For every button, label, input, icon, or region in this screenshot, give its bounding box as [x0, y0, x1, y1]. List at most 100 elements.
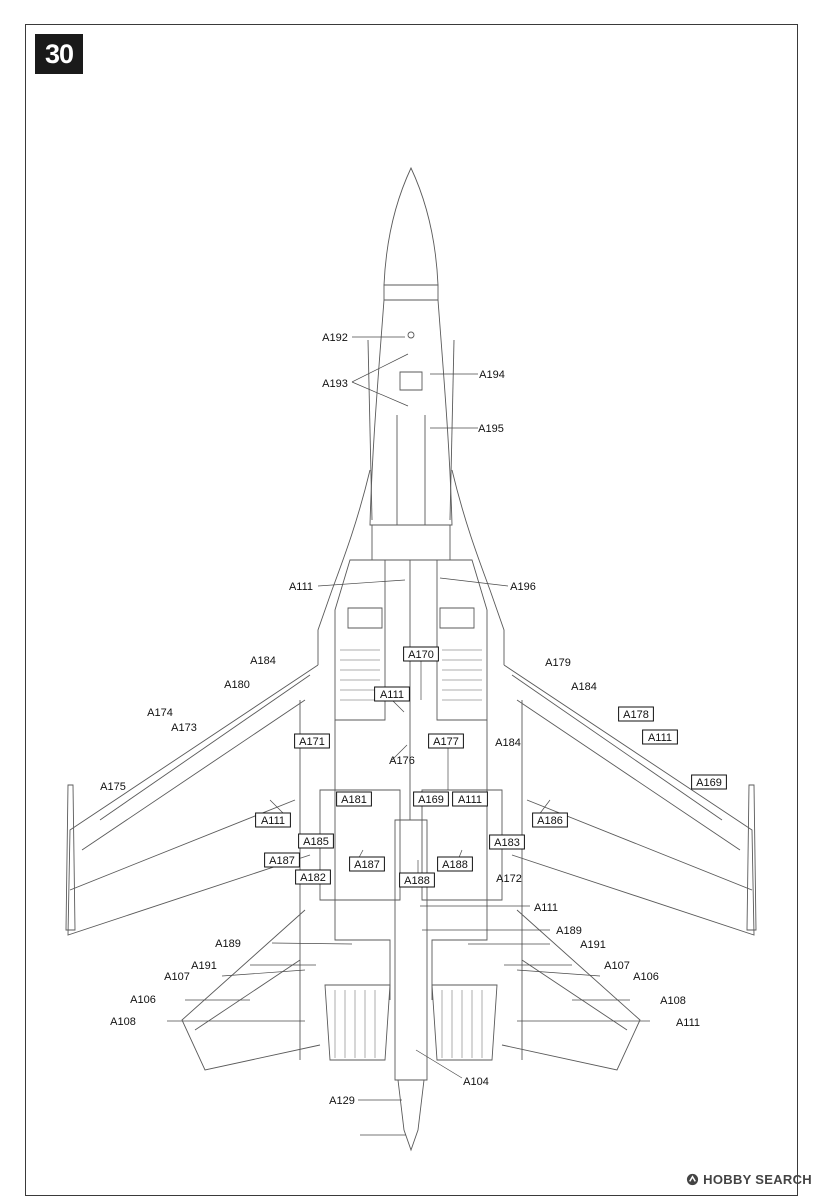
- callout-box: [295, 869, 331, 885]
- callout-a187: A187: [264, 852, 300, 868]
- callout-a185: A185: [298, 833, 334, 849]
- callout-a177: A177: [428, 733, 464, 749]
- callout-label: A107: [164, 971, 190, 983]
- callout-box: [618, 706, 654, 722]
- callout-a172: A172: [496, 873, 522, 885]
- callout-a170: A170: [403, 646, 439, 662]
- callout-a184: A184: [495, 737, 521, 749]
- callout-label: A111: [534, 902, 558, 914]
- callout-a195: A195: [478, 423, 504, 435]
- callout-label: A111: [676, 1017, 700, 1029]
- step-number: 30: [44, 38, 74, 69]
- callout-label: A169: [418, 794, 444, 806]
- instruction-sheet-border: [25, 24, 798, 1196]
- callout-a191: A191: [580, 939, 606, 951]
- callout-a178: A178: [618, 706, 654, 722]
- callout-a111: A111: [534, 902, 558, 914]
- leader-lines: [167, 336, 650, 1136]
- callout-label: A182: [300, 872, 326, 884]
- callout-a188: A188: [399, 872, 435, 888]
- callout-label: A191: [191, 960, 217, 972]
- callout-a111: A111: [642, 729, 678, 745]
- callout-label: A111: [458, 794, 482, 806]
- callout-a187: A187: [349, 856, 385, 872]
- callout-a169: A169: [691, 774, 727, 790]
- callout-box: [452, 791, 488, 807]
- hobby-search-logo-icon: [687, 1173, 699, 1186]
- callout-a174: A174: [147, 707, 173, 719]
- watermark-text: HOBBY SEARCH: [703, 1172, 812, 1187]
- callout-label: A184: [495, 737, 521, 749]
- callout-label: A188: [404, 875, 430, 887]
- callout-label: A111: [380, 689, 404, 701]
- callout-box: [336, 791, 372, 807]
- callout-label: A111: [289, 581, 313, 593]
- callout-label: A176: [389, 755, 415, 767]
- callout-box: [399, 872, 435, 888]
- callout-a180: A180: [224, 679, 250, 691]
- callout-label: A181: [341, 794, 367, 806]
- callout-box: [428, 733, 464, 749]
- callout-a194: A194: [479, 369, 505, 381]
- callout-a189: A189: [215, 938, 241, 950]
- callout-a181: A181: [336, 791, 372, 807]
- callout-a108: A108: [660, 995, 686, 1007]
- callout-box: [255, 812, 291, 828]
- callout-a106: A106: [130, 994, 156, 1006]
- callout-a111: A111: [374, 686, 410, 702]
- callout-label: A189: [215, 938, 241, 950]
- callout-label: A180: [224, 679, 250, 691]
- callout-label: A106: [633, 971, 659, 983]
- callout-a189: A189: [556, 925, 582, 937]
- callout-box: [691, 774, 727, 790]
- callout-box: [298, 833, 334, 849]
- callout-a111: A111: [676, 1017, 700, 1029]
- callout-a111: A111: [255, 812, 291, 828]
- callout-box: [349, 856, 385, 872]
- nozzle-petals-right: [441, 990, 483, 1058]
- callout-label: A108: [110, 1016, 136, 1028]
- intake-grille-left: [340, 649, 380, 701]
- callout-a106: A106: [633, 971, 659, 983]
- callout-label: A194: [479, 369, 505, 381]
- callout-label: A107: [604, 960, 630, 972]
- callout-label: A187: [354, 859, 380, 871]
- callout-label: A175: [100, 781, 126, 793]
- callout-label: A189: [556, 925, 582, 937]
- callout-label: A184: [250, 655, 276, 667]
- callout-a186: A186: [532, 812, 568, 828]
- callout-box: [489, 834, 525, 850]
- callout-label: A173: [171, 722, 197, 734]
- callout-label: A172: [496, 873, 522, 885]
- callout-a176: A176: [389, 755, 415, 767]
- callout-a182: A182: [295, 869, 331, 885]
- callout-a184: A184: [250, 655, 276, 667]
- callout-label: A192: [322, 332, 348, 344]
- callout-box: [413, 791, 449, 807]
- callout-label: A171: [299, 736, 325, 748]
- callout-a169: A169: [413, 791, 449, 807]
- callout-a193: A193: [322, 378, 348, 390]
- callout-a107: A107: [164, 971, 190, 983]
- callout-box: [642, 729, 678, 745]
- callout-a191: A191: [191, 960, 217, 972]
- callout-label: A185: [303, 836, 329, 848]
- callout-label: A106: [130, 994, 156, 1006]
- callout-label: A196: [510, 581, 536, 593]
- callout-a104: A104: [463, 1076, 489, 1088]
- callout-label: A129: [329, 1095, 355, 1107]
- callout-a179: A179: [545, 657, 571, 669]
- callout-label: A170: [408, 649, 434, 661]
- callout-label: A178: [623, 709, 649, 721]
- callout-label: A193: [322, 378, 348, 390]
- callout-box: [374, 686, 410, 702]
- callout-a175: A175: [100, 781, 126, 793]
- nozzle-petals-left: [334, 990, 376, 1058]
- hobby-search-watermark: HOBBY SEARCH: [686, 1172, 812, 1187]
- callout-a107: A107: [604, 960, 630, 972]
- callout-label: A179: [545, 657, 571, 669]
- callout-a108: A108: [110, 1016, 136, 1028]
- callout-a111: A111: [289, 581, 313, 593]
